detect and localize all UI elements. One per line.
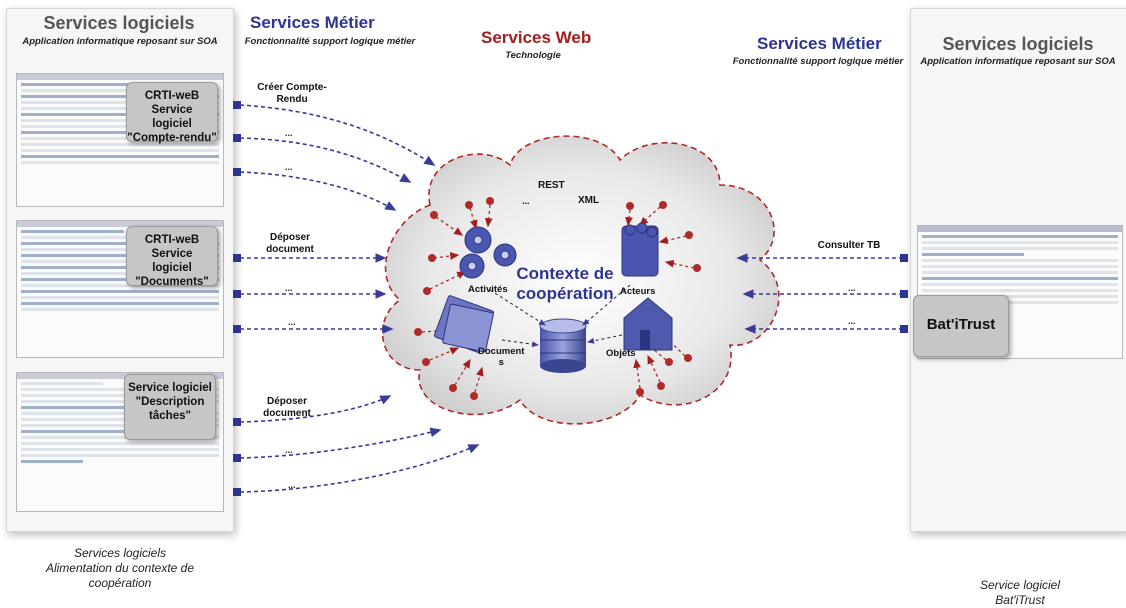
services-web-title: Services Web (481, 28, 592, 47)
xml-label: XML (578, 195, 600, 206)
documents-service-box: CRTI-weB Service logiciel "Documents" (126, 226, 218, 288)
cloud-center-l1: Contexte de (516, 264, 614, 283)
database-icon (539, 318, 587, 373)
box1-line1: CRTI-weB Service (144, 90, 200, 116)
cloud-dots-label: ... (522, 196, 530, 206)
box1-line3: "Compte-rendu" (127, 132, 217, 144)
label-creer-l2: Rendu (276, 94, 308, 105)
label-dots-c3: ... (288, 480, 296, 490)
cloud-center-l2: coopération (516, 284, 614, 303)
label-deposer-document-1: Déposer document (255, 232, 325, 256)
box2-line2: logiciel (152, 262, 192, 274)
left-caption-l3: coopération (88, 576, 152, 590)
documents-label: Document s (478, 346, 524, 368)
left-panel-subtitle: Application informatique reposant sur SO… (22, 36, 218, 47)
label-deposer-document-2: Déposer document (252, 396, 322, 420)
right-caption-l1: Service logiciel (979, 578, 1061, 592)
label-creer-l1: Créer Compte- (257, 82, 327, 93)
label-dots-r3: ... (848, 316, 856, 326)
activites-label: Activités (468, 284, 508, 295)
gears-icon (459, 226, 517, 279)
label-dots-b2: ... (285, 283, 293, 293)
label-dots-b3: ... (288, 317, 296, 327)
rest-label: REST (538, 180, 565, 191)
cloud-center-label: Contexte de coopération (500, 264, 630, 304)
box1-line2: logiciel (152, 118, 192, 130)
box3-line2: "Description (135, 396, 205, 408)
left-arrows (239, 104, 480, 493)
house-icon (623, 297, 673, 351)
label-deposer2-l1: Déposer (266, 396, 307, 407)
label-creer-compte-rendu: Créer Compte- Rendu (252, 82, 332, 106)
label-deposer1-l1: Déposer (269, 232, 310, 243)
documents-icon (433, 295, 495, 353)
cooperation-cloud (381, 135, 780, 425)
actors-icon (621, 222, 659, 277)
left-caption-l1: Services logiciels (73, 546, 167, 560)
batitrust-box: Bat'iTrust (913, 295, 1009, 357)
acteurs-label: Acteurs (620, 286, 656, 297)
box2-line1: CRTI-weB Service (144, 234, 200, 260)
services-web-subtitle: Technologie (505, 50, 561, 61)
right-panel-title: Services logiciels (942, 34, 1094, 54)
label-deposer2-l2: document (263, 408, 311, 419)
box3-line1: Service logiciel (128, 382, 212, 394)
left-panel-title: Services logiciels (43, 13, 195, 33)
left-metier-subtitle: Fonctionnalité support logique métier (244, 36, 416, 47)
box2-line3: "Documents" (135, 276, 209, 288)
documents-l2: s (498, 357, 504, 368)
box3-line3: tâches" (149, 410, 191, 422)
label-dots-a3: ... (285, 162, 293, 172)
left-caption-l2: Alimentation du contexte de (45, 561, 195, 575)
description-taches-service-box: Service logiciel "Description tâches" (124, 374, 216, 440)
right-arrows (736, 253, 903, 334)
label-dots-a2: ... (285, 128, 293, 138)
label-dots-r2: ... (848, 283, 856, 293)
label-dots-c2: ... (285, 445, 293, 455)
label-deposer1-l2: document (266, 244, 314, 255)
objets-label: Objets (606, 348, 636, 359)
documents-l1: Document (478, 346, 525, 357)
left-metier-title: Services Métier (250, 13, 375, 32)
compte-rendu-service-box: CRTI-weB Service logiciel "Compte-rendu" (126, 82, 218, 144)
right-metier-subtitle: Fonctionnalité support logique métier (732, 56, 904, 67)
right-panel-subtitle: Application informatique reposant sur SO… (920, 56, 1116, 67)
documents-screenshot (16, 220, 224, 358)
left-caption: Services logiciels Alimentation du conte… (20, 546, 220, 591)
right-metier-title: Services Métier (757, 34, 882, 53)
label-consulter-tb: Consulter TB (817, 240, 881, 251)
